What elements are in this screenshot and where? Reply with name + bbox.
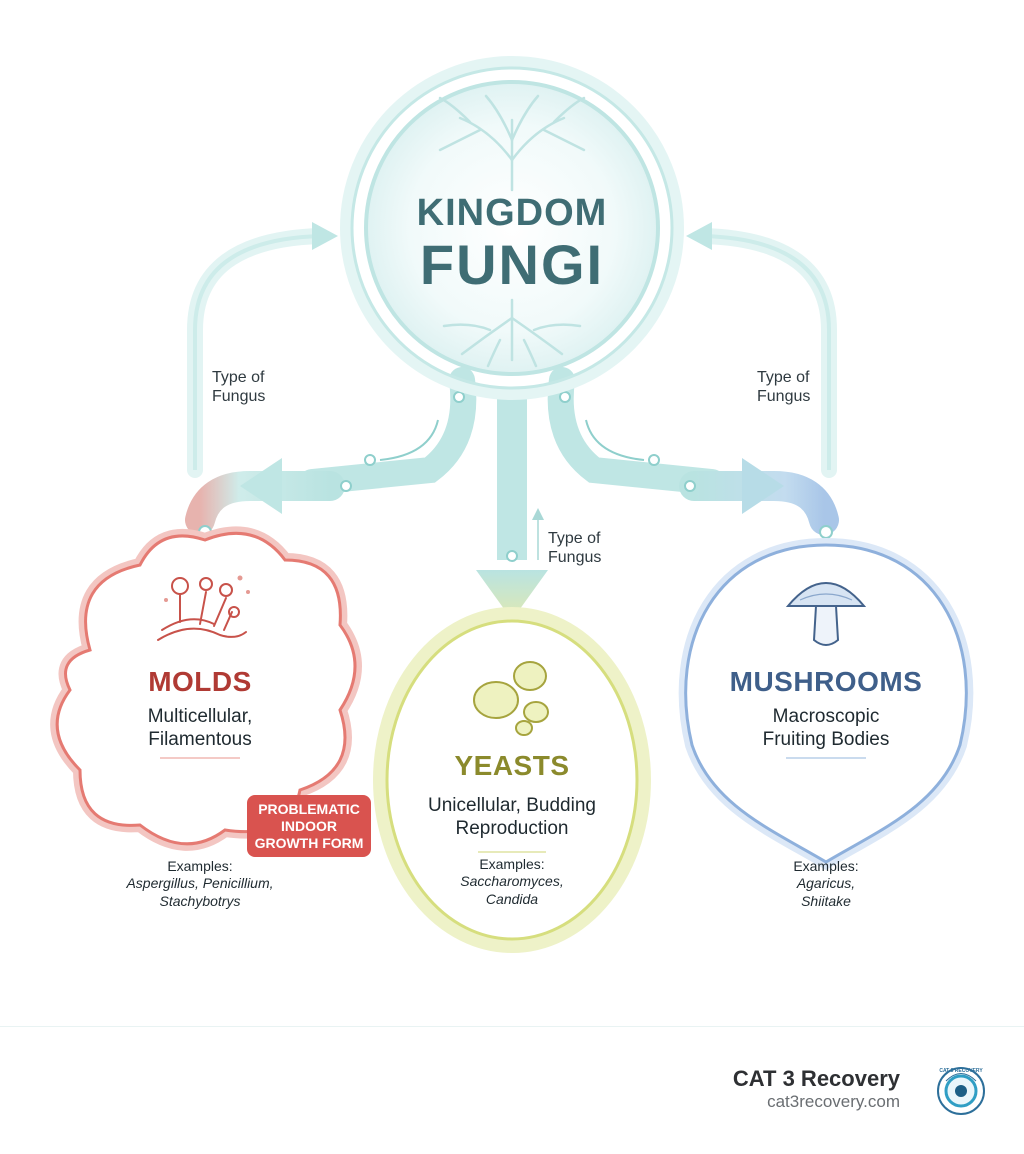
- yeasts-description-line1: Unicellular, Budding: [428, 795, 596, 816]
- molds-examples-line2: Stachybotrys: [159, 893, 241, 909]
- mushrooms-description-line2: Fruiting Bodies: [762, 729, 890, 750]
- yeasts-description: Unicellular, Budding Reproduction: [392, 794, 632, 840]
- center-circle: [364, 80, 660, 376]
- middle-connector-label-line2: Fungus: [548, 549, 602, 566]
- right-connector-label: Type of Fungus: [757, 368, 810, 406]
- yeasts-examples-line1: Saccharomyces,: [460, 873, 564, 889]
- down-arrowhead: [476, 570, 548, 620]
- yeasts-examples: Examples: Saccharomyces, Candida: [412, 856, 612, 908]
- middle-connector-label: Type of Fungus: [548, 529, 601, 567]
- brand-url[interactable]: cat3recovery.com: [767, 1092, 900, 1111]
- yeasts-examples-label: Examples:: [479, 856, 545, 872]
- tree-icon: [438, 94, 586, 368]
- molds-description: Multicellular, Filamentous: [90, 705, 310, 751]
- yeasts-title: YEASTS: [454, 750, 570, 781]
- brand-name: CAT 3 Recovery: [732, 1066, 900, 1091]
- badge-line2: INDOOR: [281, 818, 337, 834]
- mushrooms-examples: Examples: Agaricus, Shiitake: [726, 858, 926, 910]
- circuit-nodes: [198, 391, 833, 562]
- center-title-line2: FUNGI: [419, 233, 605, 296]
- brand-logo: [937, 1067, 985, 1115]
- badge-line1: PROBLEMATIC: [258, 801, 360, 817]
- right-return-arrowhead: [686, 222, 712, 250]
- yeast-icon: [473, 661, 549, 736]
- right-connector-label-line2: Fungus: [757, 388, 811, 405]
- molds-examples-label: Examples:: [167, 858, 233, 874]
- yeasts-examples-line2: Candida: [485, 891, 539, 907]
- molds-description-line2: Filamentous: [148, 729, 252, 750]
- left-connector-label-line1: Type of: [212, 369, 265, 386]
- mushrooms-description-line1: Macroscopic: [772, 706, 880, 727]
- molds-title: MOLDS: [148, 666, 252, 697]
- mushrooms-examples-line2: Shiitake: [801, 893, 851, 909]
- badge-line3: GROWTH FORM: [254, 835, 364, 851]
- trunk: [299, 367, 477, 495]
- molds-node: [50, 526, 362, 851]
- right-arm-arrowhead: [742, 458, 784, 514]
- left-return-arrowhead: [312, 222, 338, 250]
- problematic-badge: PROBLEMATIC INDOOR GROWTH FORM: [247, 795, 371, 857]
- mushrooms-examples-line1: Agaricus,: [796, 875, 856, 891]
- footer-divider: [0, 1026, 1024, 1027]
- mushrooms-examples-label: Examples:: [793, 858, 859, 874]
- middle-connector-label-line1: Type of: [548, 530, 601, 547]
- right-connector-label-line1: Type of: [757, 369, 810, 386]
- molds-description-line1: Multicellular,: [147, 706, 253, 727]
- mushrooms-description: Macroscopic Fruiting Bodies: [716, 705, 936, 751]
- center-halo: [340, 56, 684, 400]
- mushroom-icon: [785, 582, 867, 646]
- yeasts-description-line2: Reproduction: [455, 818, 569, 839]
- mushrooms-node: [678, 537, 974, 871]
- left-arm-arrowhead: [240, 458, 282, 514]
- left-connector-label: Type of Fungus: [212, 368, 265, 406]
- molds-examples-line1: Aspergillus, Penicillium,: [126, 875, 274, 891]
- yeasts-node: [373, 607, 651, 953]
- center-title-line1: KINGDOM: [416, 192, 608, 234]
- molds-examples: Examples: Aspergillus, Penicillium, Stac…: [90, 858, 310, 910]
- left-connector-label-line2: Fungus: [212, 388, 266, 405]
- brand-logo-text: CAT 3 RECOVERY: [939, 1068, 983, 1074]
- mold-icon: [157, 577, 247, 641]
- mushrooms-title: MUSHROOMS: [729, 666, 923, 697]
